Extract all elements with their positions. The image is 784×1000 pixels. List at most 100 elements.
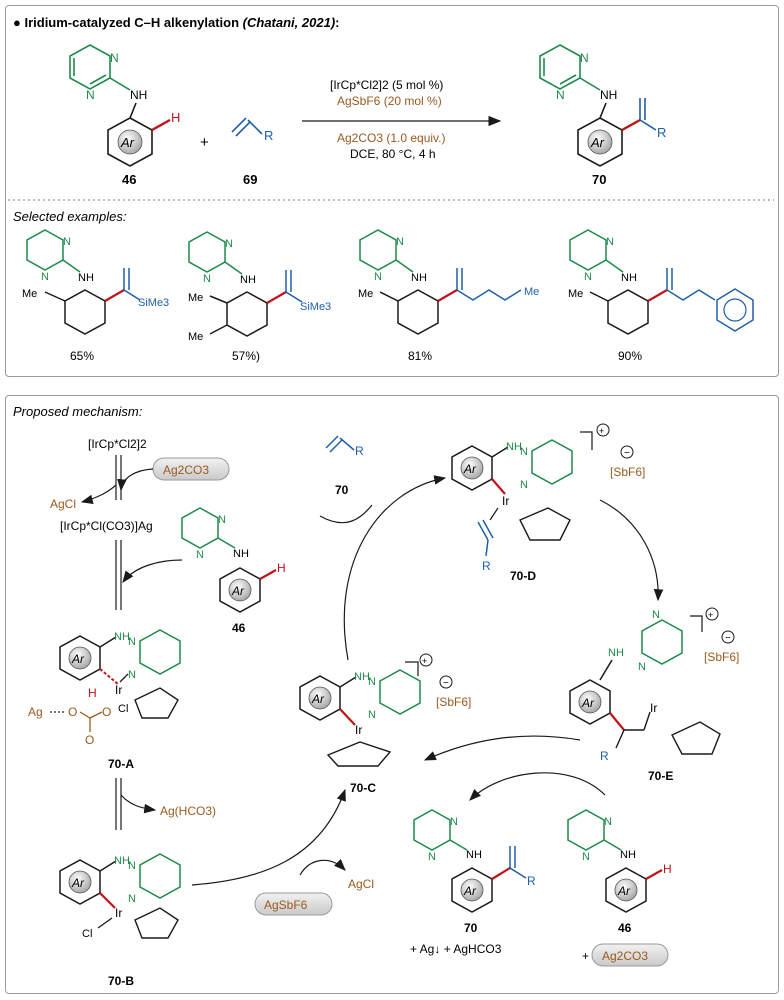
svg-text:R: R [600,749,609,763]
svg-text:−: − [725,633,731,644]
svg-text:Me: Me [568,288,583,300]
svg-text:O: O [102,705,111,719]
svg-text:R: R [264,128,273,143]
label-46: 46 [122,172,136,187]
svg-text:O: O [68,705,77,719]
svg-text:N: N [110,51,119,65]
svg-text:Ar: Ar [463,884,477,898]
plus-sign: + [200,134,209,151]
svg-text:Cl: Cl [118,703,128,715]
svg-text:NH: NH [466,849,482,861]
reagent-catalyst: [IrCp*Cl2]2 (5 mol %) [330,78,443,92]
svg-text:[SbF6]: [SbF6] [610,465,645,479]
svg-text:N: N [225,238,233,250]
mechanism-panel [5,395,779,994]
svg-text:Me: Me [22,288,37,300]
svg-text:Ar: Ar [590,135,605,150]
cat-precursor: [IrCp*Cl2]2 [88,437,147,451]
intermediate-70-E: Ar NH N N Ir R + − [SbF6] [569,607,739,763]
intermediate-70-C: Ar NH N N Ir + − [SbF6] [299,653,471,767]
yield-3: 81% [408,349,432,363]
svg-text:NH: NH [354,671,370,683]
svg-text:H: H [277,561,286,575]
svg-text:NH: NH [608,647,624,659]
svg-text:Me: Me [358,288,373,300]
reagent-base: Ag2CO3 (1.0 equiv.) [337,131,446,145]
svg-text:Ir: Ir [502,494,509,508]
examples-title: Selected examples: [13,209,127,224]
svg-text:Ir: Ir [355,723,362,737]
example-1: N N NH Me SiMe3 [22,229,169,335]
svg-text:N: N [203,273,211,285]
svg-text:Cl: Cl [82,928,92,940]
example-2: N N NH Me Me SiMe3 [188,231,331,343]
svg-text:Ir: Ir [115,683,122,697]
example-4: N N NH Me [568,229,754,335]
example-3: N N NH Me Me [358,229,539,335]
mech-label-46: 46 [232,621,246,635]
svg-text:Ir: Ir [115,906,122,920]
svg-text:N: N [196,549,204,561]
svg-text:N: N [604,816,612,828]
ag-hco3: Ag(HCO3) [160,804,216,818]
mech-label-70-alkene: 70 [335,483,349,497]
svg-text:NH: NH [620,849,636,861]
svg-text:NH: NH [240,274,256,286]
svg-text:[SbF6]: [SbF6] [436,695,471,709]
svg-text:N: N [368,676,376,688]
svg-text:R: R [657,125,666,140]
svg-text:NH: NH [411,272,427,284]
svg-text:N: N [86,88,95,102]
svg-text:−: − [624,448,630,459]
label-70-B: 70-B [108,974,134,988]
substrate-46: N N NH Ar H [69,44,180,167]
svg-text:N: N [128,860,136,872]
svg-text:+: + [422,656,427,666]
svg-text:Ar: Ar [617,884,631,898]
product-70: N N NH Ar R [539,44,666,167]
svg-text:NH: NH [114,855,130,867]
svg-text:NH: NH [78,272,94,284]
svg-text:N: N [638,661,646,673]
label-70-A: 70-A [108,757,134,771]
svg-text:AgSbF6: AgSbF6 [264,898,308,912]
svg-text:N: N [41,271,49,283]
label-70-D: 70-D [510,569,536,583]
mechanism-title: Proposed mechanism: [13,404,143,419]
svg-text:N: N [584,271,592,283]
svg-text:Ir: Ir [650,701,657,715]
alkene-69: R [231,117,273,143]
svg-text:N: N [128,669,136,681]
agcl-1: AgCl [50,497,76,511]
svg-text:Me: Me [188,331,203,343]
svg-text:N: N [520,479,528,491]
svg-text:Me: Me [524,286,539,298]
svg-text:N: N [63,236,71,248]
conditions: DCE, 80 °C, 4 h [350,147,436,161]
svg-text:R: R [527,874,536,888]
svg-text:[SbF6]: [SbF6] [704,650,739,664]
svg-text:N: N [128,893,136,905]
svg-text:NH: NH [621,272,637,284]
svg-text:−: − [443,678,449,689]
intermediate-70-D: Ar NH N N Ir R + − [SbF6] [451,423,645,573]
mech-46: N N NH Ar H [181,507,286,613]
svg-text:N: N [520,446,528,458]
svg-text:N: N [396,236,404,248]
reaction-title: ● Iridium-catalyzed C–H alkenylation (Ch… [13,15,340,30]
yield-1: 65% [70,349,94,363]
svg-text:N: N [368,709,376,721]
svg-text:Ar: Ar [120,135,135,150]
label-69: 69 [243,172,257,187]
svg-text:N: N [428,851,436,863]
nh-label: NH [130,88,147,102]
reagent-additive: AgSbF6 (20 mol %) [337,94,442,108]
svg-text:H: H [171,110,180,125]
svg-text:R: R [355,444,364,458]
svg-text:NH: NH [506,441,522,453]
yield-4: 90% [618,349,642,363]
svg-text:Ag2CO3: Ag2CO3 [163,463,209,477]
yield-2: 57%) [232,349,260,363]
mech-product-70: N N NH Ar R [413,809,536,913]
